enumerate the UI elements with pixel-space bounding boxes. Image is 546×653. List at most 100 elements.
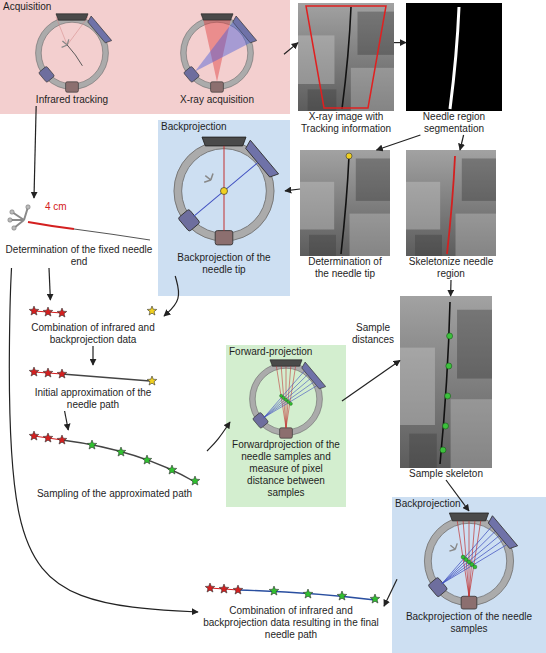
- arrow-connector: [92, 346, 93, 365]
- caption-text: Forwardprojection of the needle samples …: [230, 439, 342, 499]
- caption-text: Needle region segmentation: [406, 111, 502, 135]
- arrow-connector: [49, 268, 50, 300]
- sampled-path: [43, 433, 53, 442]
- needle-tracker: [10, 207, 28, 228]
- needle-path: [29, 367, 39, 376]
- needle-tracker: [74, 229, 150, 240]
- arrow-connector: [284, 43, 298, 55]
- backprojection-panel-fill: [158, 120, 290, 296]
- c-arm-sample-backprojection: [449, 543, 457, 551]
- needle-tracker: [8, 205, 150, 240]
- c-arm-infrared: [67, 45, 82, 66]
- c-arm-forward-projection: [289, 402, 292, 405]
- arrow-connector: [394, 42, 406, 43]
- caption-text: X-ray image with Tracking information: [298, 111, 394, 135]
- caption-text: X-ray acquisition: [150, 94, 284, 106]
- final-path: [337, 591, 347, 600]
- image-node: Backprojection of the needle samples: [397, 511, 541, 635]
- image-node: Skeletonize needle region: [406, 150, 496, 280]
- arrow-connector: [460, 135, 464, 150]
- final-path: [205, 583, 380, 603]
- sample-skeleton-image: [447, 333, 453, 339]
- caption-text: Skeletonize needle region: [406, 256, 496, 280]
- final-path: [205, 583, 215, 592]
- image-area: [406, 3, 502, 111]
- needle-tip-image: [300, 150, 390, 256]
- xray-image: [342, 7, 351, 109]
- arrow-connector: [34, 106, 36, 198]
- needle-path: [57, 369, 67, 378]
- image-area: [8, 12, 136, 94]
- needle-points: [29, 306, 157, 317]
- arrow-connector: [207, 422, 230, 451]
- needle-tracker: [26, 205, 30, 209]
- caption-text: Infrared tracking: [8, 94, 136, 106]
- image-node: Determination of the needle tip: [300, 150, 390, 280]
- needle-path: [62, 374, 150, 381]
- caption-text: Combination of infrared and backprojecti…: [198, 605, 384, 641]
- caption-text: Initial approximation of the needle path: [22, 387, 164, 411]
- image-area: [300, 150, 390, 256]
- needle-path: [43, 368, 53, 377]
- caption-text: Combination of infrared and backprojecti…: [22, 322, 164, 346]
- connector-group: [9, 43, 469, 612]
- sample-skeleton-image: [440, 447, 446, 453]
- final-path: [303, 589, 313, 598]
- needle-points: [57, 308, 67, 317]
- panel-heading: Forward-projection: [229, 346, 312, 358]
- image-area: [400, 296, 492, 468]
- needle-tracker: [10, 210, 14, 214]
- c-arm-infrared: [32, 14, 111, 92]
- dimension-label: 4 cm: [44, 201, 68, 213]
- forward-projection-panel-fill: [226, 345, 346, 507]
- sample-skeleton-image: [400, 296, 492, 468]
- edge-label: Sample distances: [347, 322, 399, 346]
- c-arm-xray: [186, 22, 250, 82]
- sampled-path: [167, 465, 177, 474]
- image-node: Sample skeleton: [400, 296, 492, 480]
- needle-tracker: [12, 226, 16, 230]
- sampled-path: [57, 435, 67, 444]
- needle-points: [29, 306, 39, 315]
- arrow-connector: [9, 268, 198, 612]
- panel-region: Forward-projectionForwardprojection of t…: [226, 345, 346, 507]
- needle-tip-image: [341, 156, 349, 254]
- caption-text: Determination of the needle tip: [300, 256, 390, 280]
- skeleton-image: [406, 150, 496, 256]
- skeleton-image: [406, 150, 496, 256]
- c-arm-xray: [177, 14, 256, 92]
- sampled-path: [116, 447, 126, 456]
- c-arm-backprojection: [169, 137, 278, 245]
- sampled-path: [142, 455, 152, 464]
- panel-region: AcquisitionInfrared tracking X-ray acquis…: [0, 0, 290, 114]
- c-arm-infrared: [56, 17, 88, 45]
- c-arm-forward-projection: [258, 371, 317, 425]
- caption-text: Backprojection of the needle tip: [163, 252, 285, 276]
- c-arm-xray: [177, 14, 256, 92]
- c-arm-backprojection: [169, 137, 278, 245]
- c-arm-backprojection: [220, 187, 227, 194]
- sampled-path: [29, 431, 39, 440]
- caption-text: Sampling of the approximated path: [22, 488, 207, 500]
- panel-heading: Backprojection: [395, 498, 461, 510]
- image-area: [230, 359, 342, 439]
- image-node: Backprojection of the needle tip: [163, 134, 285, 276]
- final-path: [269, 586, 279, 595]
- c-arm-backprojection: [204, 173, 213, 182]
- image-area: [397, 511, 541, 611]
- c-arm-sample-backprojection: [420, 513, 517, 609]
- sampled-path: [87, 440, 97, 449]
- skeleton-image: [447, 156, 455, 254]
- sampled-path: [29, 431, 200, 485]
- needle-path: [147, 376, 157, 385]
- xray-image: [298, 3, 394, 111]
- arrow-connector: [164, 276, 179, 316]
- sample-skeleton-image: [446, 363, 452, 369]
- caption-text: Determination of the fixed needle end: [4, 244, 154, 268]
- arrow-connector: [377, 135, 421, 150]
- final-path: [219, 584, 229, 593]
- panel-heading: Acquisition: [3, 1, 51, 13]
- segmentation-image: [450, 7, 459, 109]
- c-arm-sample-backprojection: [420, 513, 517, 609]
